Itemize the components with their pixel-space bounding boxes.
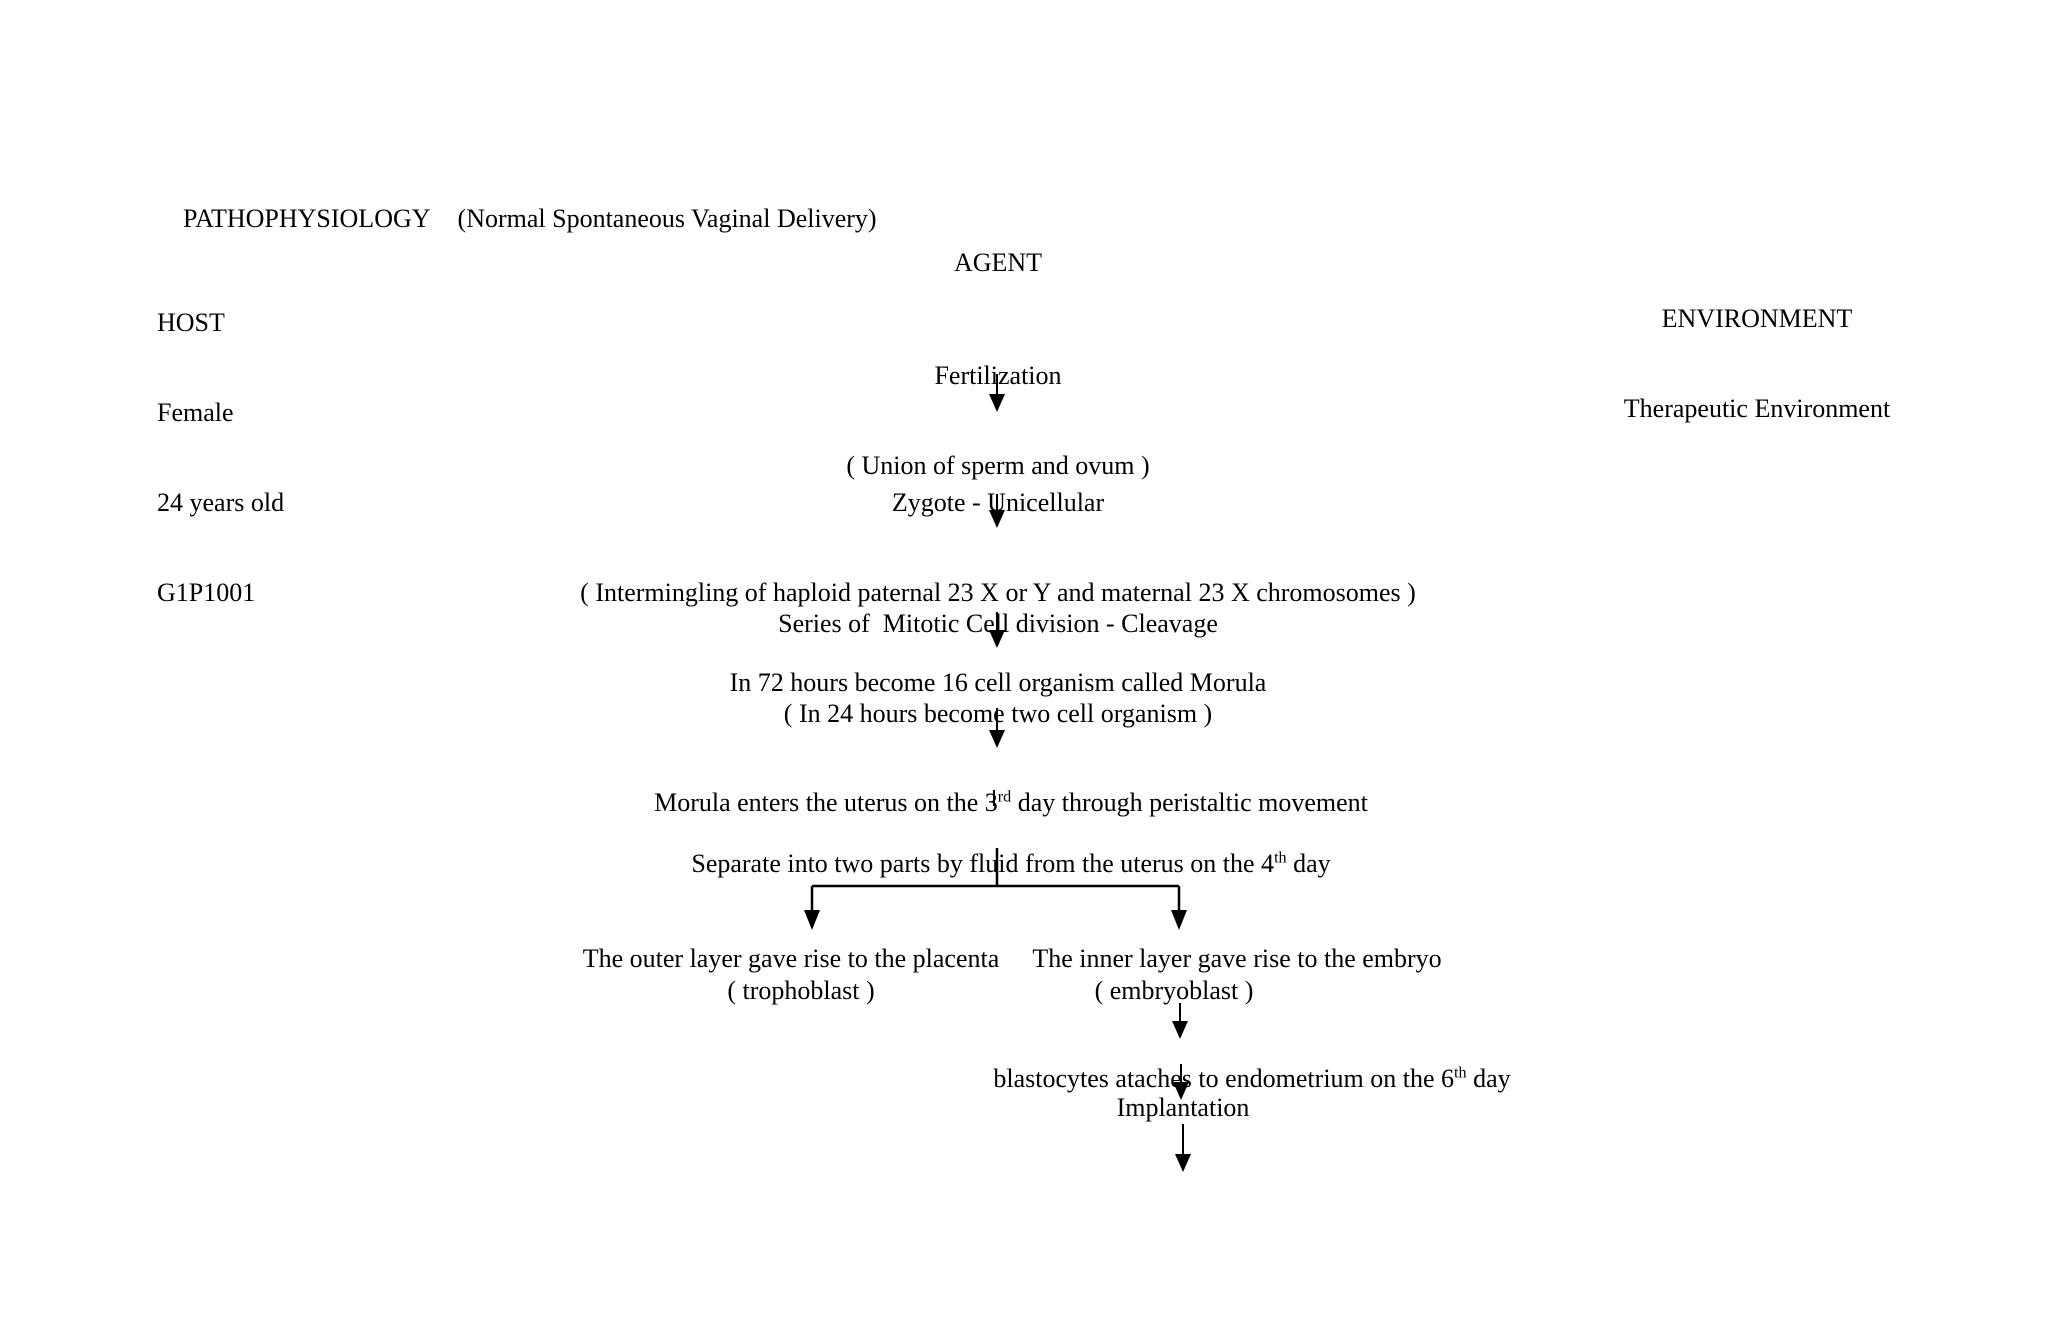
- trophoblast-label: ( trophoblast ): [727, 976, 875, 1005]
- flow-node-morula: In 72 hours become 16 cell organism call…: [729, 668, 1267, 697]
- outer-layer-text: The outer layer gave rise to the placent…: [582, 944, 1000, 973]
- host-section: HOST Female 24 years old G1P1001: [157, 248, 284, 668]
- agent-heading: AGENT: [953, 248, 1043, 277]
- blastocytes-text: blastocytes ataches to endometrium on th…: [993, 1064, 1455, 1093]
- host-heading: HOST: [157, 308, 225, 337]
- flow-node-separate: Separate into two parts by fluid from th…: [498, 819, 1498, 909]
- zygote-title: Zygote - Unicellular: [891, 488, 1105, 517]
- down-arrow-icon: [989, 708, 1005, 748]
- separate-text: Separate into two parts by fluid from th…: [691, 849, 1275, 878]
- ordinal-superscript: th: [1274, 849, 1287, 867]
- flow-node-morula-enters: Morula enters the uterus on the 3rd day …: [498, 758, 1498, 848]
- separate-text-end: day: [1286, 849, 1331, 878]
- fertilization-title: Fertilization: [934, 361, 1062, 390]
- down-arrow-icon: [1172, 1003, 1188, 1039]
- down-arrow-icon: [1173, 1064, 1189, 1100]
- morula-enters-text-end: day through peristaltic movement: [1011, 788, 1368, 817]
- branch-connector: [804, 848, 1187, 930]
- host-line-age: 24 years old: [157, 488, 285, 517]
- connector-line: [993, 790, 995, 806]
- down-arrow-icon: [1175, 1124, 1191, 1172]
- environment-line: Therapeutic Environment: [1623, 394, 1891, 423]
- blastocytes-text-end: day: [1466, 1064, 1511, 1093]
- environment-heading: ENVIRONMENT: [1661, 304, 1853, 333]
- title-main: PATHOPHYSIOLOGY: [183, 204, 431, 233]
- environment-section: ENVIRONMENT Therapeutic Environment: [1610, 244, 1904, 484]
- ordinal-superscript: rd: [997, 788, 1012, 806]
- zygote-subtitle: ( Intermingling of haploid paternal 23 X…: [580, 578, 1416, 607]
- cleavage-title: Series of Mitotic Cell division - Cleava…: [778, 609, 1218, 638]
- inner-layer-text: The inner layer gave rise to the embryo: [1032, 944, 1442, 973]
- down-arrow-icon: [989, 612, 1005, 648]
- fertilization-subtitle: ( Union of sperm and ovum ): [846, 451, 1150, 480]
- embryoblast-label: ( embryoblast ): [1094, 976, 1254, 1005]
- ordinal-superscript: th: [1454, 1064, 1467, 1082]
- host-line-gravida: G1P1001: [157, 578, 256, 607]
- title-subtitle: (Normal Spontaneous Vaginal Delivery): [457, 204, 877, 233]
- down-arrow-icon: [989, 374, 1005, 412]
- flow-node-implantation: Implantation: [1116, 1093, 1250, 1122]
- host-line-female: Female: [157, 398, 234, 427]
- flow-node-fertilization: Fertilization ( Union of sperm and ovum …: [498, 301, 1498, 541]
- down-arrow-icon: [989, 494, 1005, 528]
- page-title: PATHOPHYSIOLOGY (Normal Spontaneous Vagin…: [157, 174, 877, 264]
- morula-enters-text: Morula enters the uterus on the 3: [654, 788, 998, 817]
- flow-node-blastocytes: blastocytes ataches to endometrium on th…: [889, 1034, 1589, 1124]
- flow-node-zygote: Zygote - Unicellular ( Intermingling of …: [498, 428, 1498, 668]
- flow-node-cleavage: Series of Mitotic Cell division - Cleava…: [498, 549, 1498, 789]
- cleavage-subtitle: ( In 24 hours become two cell organism ): [783, 699, 1213, 728]
